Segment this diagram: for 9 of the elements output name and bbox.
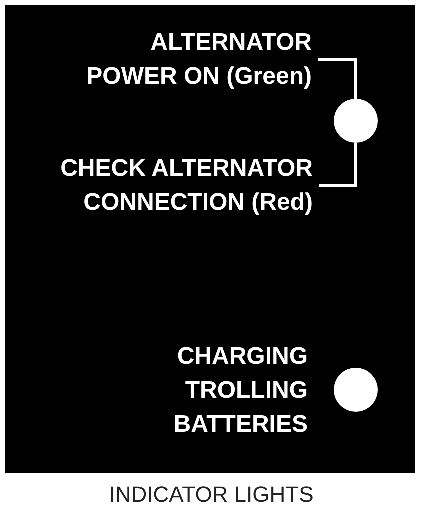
indicator-label: ALTERNATOR POWER ON (Green)	[62, 26, 312, 94]
indicator-label: CHECK ALTERNATOR CONNECTION (Red)	[48, 152, 313, 220]
bracket-line	[318, 58, 358, 99]
panel-background	[5, 5, 415, 473]
indicator-label: CHARGING TROLLING BATTERIES	[172, 342, 308, 440]
indicator-light	[334, 99, 378, 143]
bracket-line	[319, 143, 358, 188]
caption: INDICATOR LIGHTS	[108, 482, 315, 508]
indicator-light	[334, 368, 378, 412]
